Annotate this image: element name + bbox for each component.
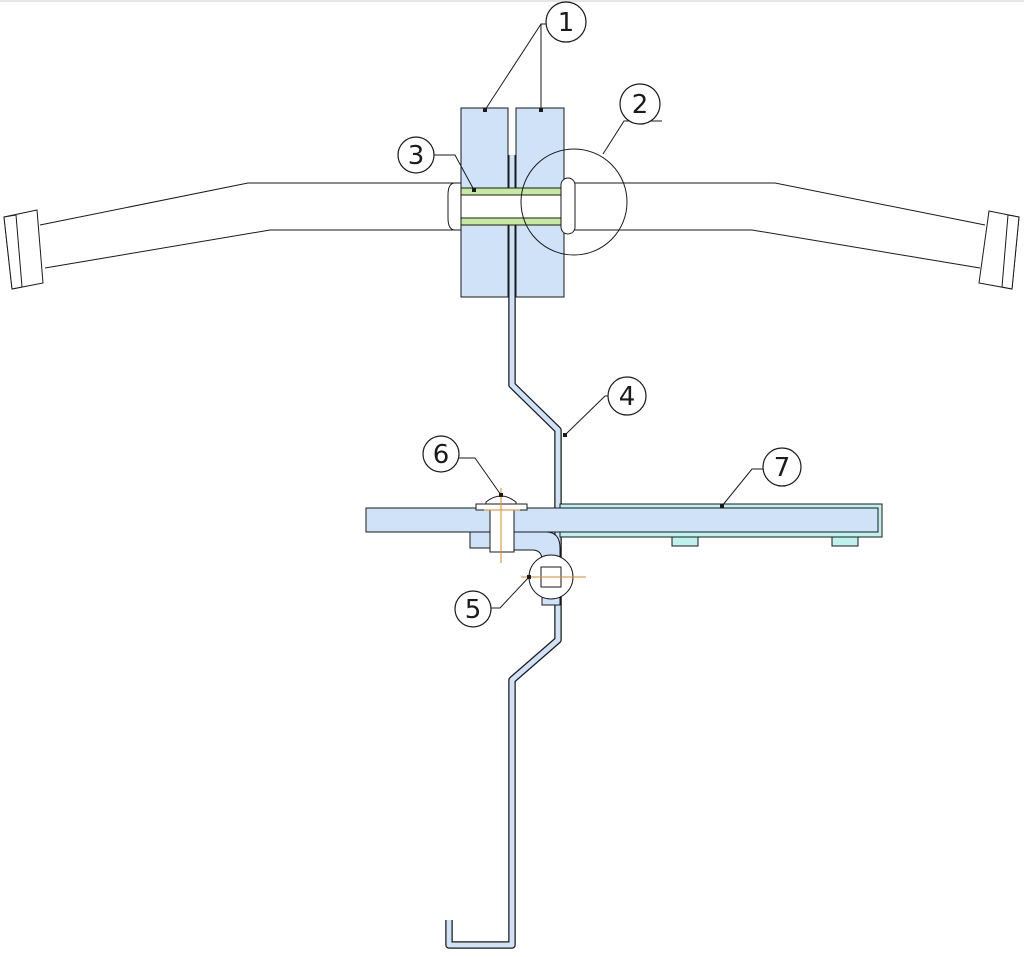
detail-circle — [520, 148, 628, 256]
bolt — [475, 488, 528, 563]
handlebar-right-upper — [565, 182, 986, 226]
left-grip — [3, 209, 44, 290]
handlebar — [39, 182, 986, 269]
callout-circle — [607, 376, 647, 416]
callout-1: 1 — [545, 1, 587, 43]
clamp-bore — [460, 194, 565, 219]
callout-label: 5 — [465, 595, 482, 625]
handlebar-left-end-curve — [447, 182, 462, 231]
handlebar-left-upper — [39, 182, 462, 226]
callout-label: 7 — [774, 453, 791, 483]
callout-4: 4 — [607, 376, 647, 416]
callout-label: 4 — [619, 382, 636, 412]
handlebar-left-lower — [44, 229, 462, 269]
cyan-bracket-foot-right — [831, 536, 859, 547]
callout-3: 3 — [397, 136, 435, 174]
leader-dots — [472, 108, 724, 579]
cyan-bracket-foot-left — [671, 536, 699, 547]
handlebar-right-lower — [565, 229, 981, 269]
leader-dot-3 — [472, 188, 476, 192]
hook-rod-fill — [446, 155, 561, 948]
mounting-plate — [365, 507, 879, 533]
callout-circle — [762, 447, 802, 487]
leader-dot-6 — [499, 493, 503, 497]
leader-6 — [456, 457, 502, 496]
leader-dot-5 — [527, 575, 531, 579]
callout-circle — [545, 1, 587, 43]
callout-7: 7 — [762, 447, 802, 487]
callout-6: 6 — [422, 435, 460, 473]
callout-label: 2 — [632, 90, 649, 120]
leader-lines — [434, 23, 766, 609]
callout-circle — [619, 83, 661, 125]
leader-2 — [602, 120, 662, 155]
bolt-shank — [489, 509, 515, 553]
left-grip-cap — [3, 214, 23, 290]
callout-2: 2 — [619, 83, 661, 125]
callout-circle — [422, 435, 460, 473]
callout-circle — [454, 590, 492, 628]
callout-5: 5 — [454, 590, 492, 628]
leader-dot-1b — [539, 108, 543, 112]
leader-dot-1a — [483, 108, 487, 112]
leader-dot-7 — [720, 504, 724, 508]
leader-7 — [721, 468, 766, 507]
leader-dot-4 — [563, 433, 567, 437]
leader-3 — [434, 154, 475, 191]
green-spacer-bottom — [460, 217, 565, 226]
leader-1a — [484, 23, 553, 111]
callout-label: 6 — [433, 440, 450, 470]
right-grip — [978, 210, 1020, 290]
leader-5 — [489, 576, 530, 609]
callout-label: 3 — [408, 141, 425, 171]
leader-4 — [564, 395, 613, 436]
green-spacer-top — [460, 187, 565, 196]
right-grip-cap — [1001, 214, 1020, 290]
clamp-slot — [560, 177, 576, 235]
callout-label: 1 — [558, 8, 575, 38]
callout-circle — [397, 136, 435, 174]
